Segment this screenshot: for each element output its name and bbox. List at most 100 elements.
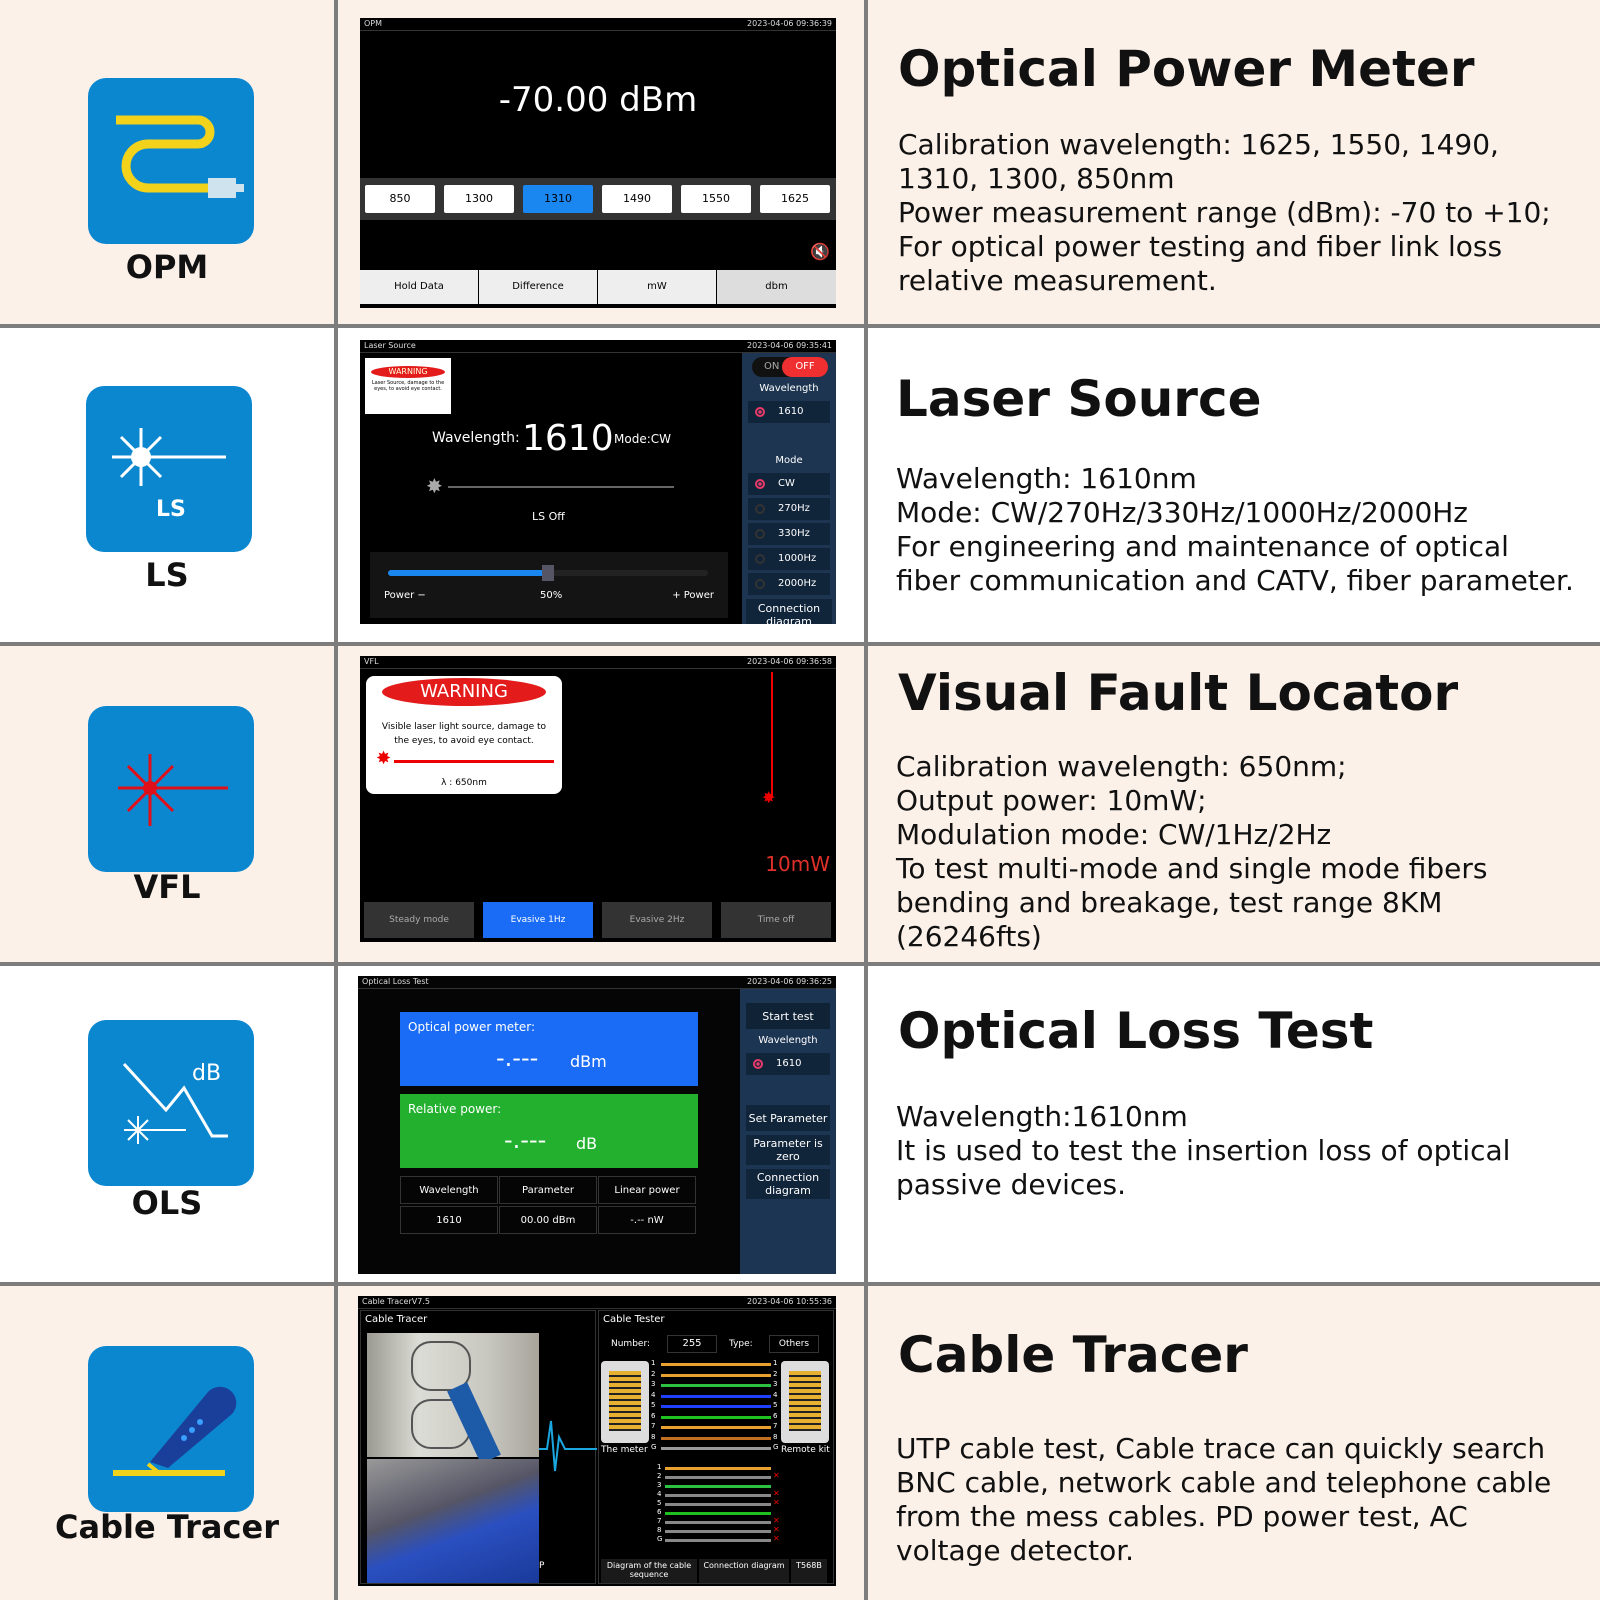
- tab-difference[interactable]: Difference: [479, 270, 597, 304]
- connection-diagram-button[interactable]: Connection diagram: [746, 599, 832, 624]
- pin-label: 8: [657, 1526, 662, 1534]
- pin-label: 8: [773, 1432, 778, 1441]
- parameter-zero-button[interactable]: Parameter is zero: [746, 1135, 830, 1165]
- desc-line: Output power: 10mW;: [896, 784, 1207, 817]
- pin-label: G: [773, 1443, 779, 1451]
- fail-x-icon: ✕: [773, 1489, 780, 1498]
- wire: [665, 1512, 771, 1515]
- laser-icon: ✸: [426, 474, 443, 498]
- tab-evasive-1hz[interactable]: Evasive 1Hz: [483, 902, 593, 938]
- tab-cable-tracer[interactable]: Cable Tracer: [365, 1314, 428, 1325]
- wavelength-button-1625[interactable]: 1625: [760, 185, 830, 213]
- pin-label: 6: [773, 1411, 778, 1420]
- power-slider[interactable]: [388, 565, 708, 581]
- power-down-button[interactable]: Power −: [384, 590, 426, 601]
- tab-dbm[interactable]: dbm: [717, 270, 836, 304]
- cable-tester-button[interactable]: Connection diagram: [699, 1559, 789, 1583]
- pin-label: G: [657, 1535, 663, 1543]
- mode-option-2000hz[interactable]: 2000Hz: [748, 573, 830, 595]
- wire: [661, 1373, 771, 1377]
- remote-port-icon: [781, 1361, 829, 1443]
- feature-desc: Calibration wavelength: 650nm;Output pow…: [896, 750, 1580, 954]
- wavelength-button-1550[interactable]: 1550: [681, 185, 751, 213]
- cable-tester-button[interactable]: Diagram of the cable sequence: [601, 1559, 697, 1583]
- laser-icon: ✸: [376, 748, 392, 769]
- type-field[interactable]: Others: [769, 1335, 819, 1353]
- mode-option-1000hz[interactable]: 1000Hz: [748, 548, 830, 570]
- connection-diagram-button[interactable]: Connection diagram: [746, 1169, 830, 1199]
- wavelength-button-1490[interactable]: 1490: [602, 185, 672, 213]
- laser-source-icon: LS: [86, 386, 252, 552]
- table-header: Parameter: [499, 1176, 597, 1204]
- cable-tracer-probe-icon: [88, 1346, 254, 1512]
- tab-cable-tester[interactable]: Cable Tester: [603, 1314, 665, 1325]
- desc-cell: Cable Tracer UTP cable test, Cable trace…: [868, 1286, 1600, 1600]
- status-time: 2023-04-06 10:55:36: [747, 1297, 832, 1306]
- pin-label: 3: [657, 1481, 662, 1489]
- panel-value: -.---: [496, 1044, 539, 1072]
- wavelength-button-1310[interactable]: 1310: [523, 185, 593, 213]
- svg-text:dB: dB: [192, 1061, 221, 1086]
- desc-cell: Visual Fault Locator Calibration wavelen…: [868, 646, 1600, 962]
- power-up-button[interactable]: + Power: [672, 590, 714, 601]
- number-field[interactable]: 255: [667, 1335, 717, 1353]
- pin-label: 5: [657, 1499, 662, 1507]
- start-test-button[interactable]: Start test: [746, 1003, 830, 1029]
- row-cable-tracer: Cable Tracer Cable TracerV7.5 2023-04-06 …: [0, 1286, 1600, 1600]
- tool-label: OPM: [125, 248, 209, 286]
- outlet-photo: [367, 1333, 539, 1464]
- pin-label: 1: [651, 1359, 656, 1367]
- fiber-cable-icon: [88, 78, 254, 244]
- option-label: 2000Hz: [778, 578, 817, 589]
- pin-label: 6: [657, 1508, 662, 1516]
- mute-icon[interactable]: 🔇: [810, 242, 830, 261]
- warning-popup: WARNING Laser Source, damage to the eyes…: [365, 358, 451, 414]
- tracer-panel: Cable Tracer P: [360, 1310, 597, 1584]
- status-time: 2023-04-06 09:36:25: [747, 977, 832, 986]
- app-title: Optical Loss Test: [362, 977, 429, 986]
- tab-steady-mode[interactable]: Steady mode: [364, 902, 474, 938]
- table-header: Linear power: [598, 1176, 696, 1204]
- mode-value: Mode:CW: [614, 432, 671, 446]
- pin-label: 4: [657, 1490, 662, 1498]
- wire: [665, 1539, 771, 1542]
- wire: [661, 1384, 771, 1387]
- mode-option-270hz[interactable]: 270Hz: [748, 498, 830, 520]
- pin-label: G: [651, 1443, 657, 1451]
- wavelength-option[interactable]: 1610: [746, 1053, 830, 1075]
- tab-mw[interactable]: mW: [598, 270, 716, 304]
- mode-option-cw[interactable]: CW: [748, 473, 830, 495]
- wavelength-label: λ : 650nm: [441, 778, 487, 788]
- screen-cell: Cable TracerV7.5 2023-04-06 10:55:36 Cabl…: [338, 1286, 864, 1600]
- cable-tracer-screen: Cable TracerV7.5 2023-04-06 10:55:36 Cabl…: [358, 1296, 836, 1586]
- mode-option-330hz[interactable]: 330Hz: [748, 523, 830, 545]
- power-output: 10mW: [765, 852, 830, 876]
- app-title: Cable TracerV7.5: [362, 1297, 430, 1306]
- tab-time-off[interactable]: Time off: [721, 902, 831, 938]
- option-label: 1610: [778, 406, 804, 417]
- wavelength-button-850[interactable]: 850: [365, 185, 435, 213]
- option-label: 270Hz: [778, 503, 810, 514]
- pin-label: 1: [657, 1463, 662, 1471]
- table-cell: -.-- nW: [598, 1206, 696, 1234]
- meter-label: The meter: [601, 1445, 648, 1455]
- warning-text: Laser Source, damage to the eyes, to avo…: [371, 380, 445, 392]
- table-cell: 1610: [400, 1206, 498, 1234]
- status-time: 2023-04-06 09:36:39: [747, 19, 832, 28]
- tab-evasive-2hz[interactable]: Evasive 2Hz: [602, 902, 712, 938]
- wavelength-bar: [360, 178, 836, 220]
- wavelength-option[interactable]: 1610: [748, 401, 830, 423]
- wavelength-button-1300[interactable]: 1300: [444, 185, 514, 213]
- number-label: Number:: [611, 1339, 651, 1349]
- cable-tester-button[interactable]: T568B: [791, 1559, 827, 1583]
- laser-dot-icon: ✸: [762, 788, 776, 807]
- app-title: OPM: [364, 19, 383, 28]
- tab-hold-data[interactable]: Hold Data: [360, 270, 478, 304]
- set-parameter-button[interactable]: Set Parameter: [746, 1105, 830, 1131]
